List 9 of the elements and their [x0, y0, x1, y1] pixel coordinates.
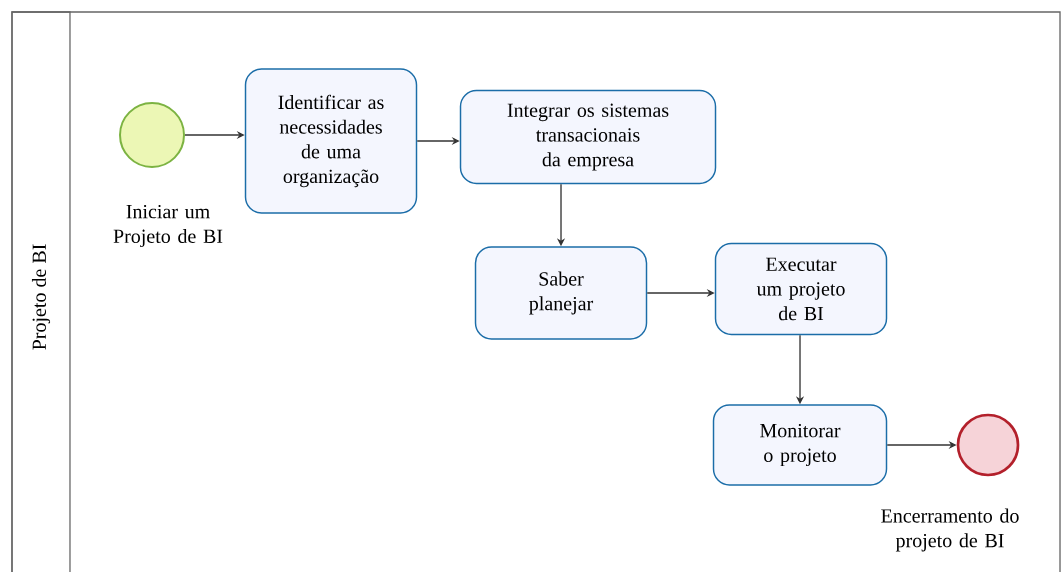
event-label: Encerramento do projeto de BI: [881, 508, 1019, 552]
task-box: Integrar os sistemas transacionais da empresa: [459, 89, 717, 185]
end-event-circle: [956, 413, 1020, 477]
event-label: Iniciar um Projeto de BI: [113, 204, 223, 248]
start-event-circle: [119, 102, 185, 168]
task-box: Identificar as necessidades de uma organização: [244, 68, 418, 214]
task-box: Monitorar o projeto: [712, 404, 888, 486]
task-box: Saber planejar: [474, 246, 648, 340]
task-box: Executar um projeto de BI: [714, 242, 888, 336]
